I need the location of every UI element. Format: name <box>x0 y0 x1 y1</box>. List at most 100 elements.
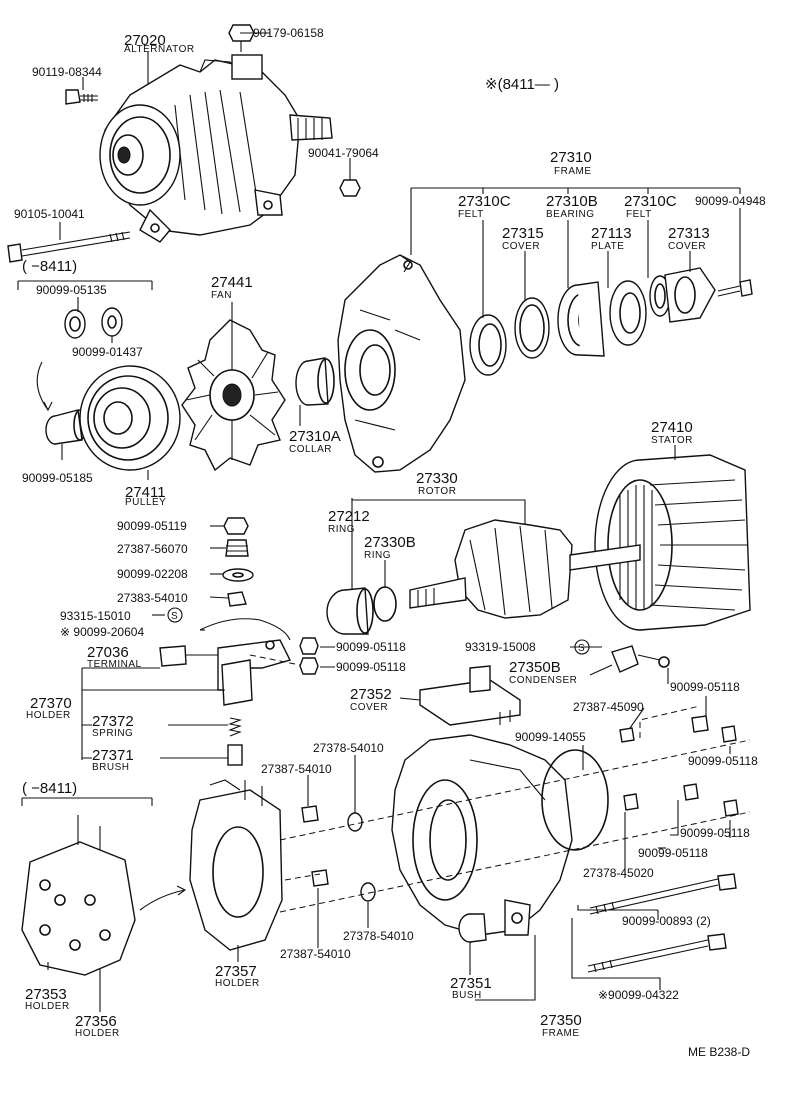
brush-27371 <box>227 744 243 766</box>
caption-plate: PLATE <box>591 241 624 252</box>
label-90041-79064: 90041-79064 <box>308 146 379 160</box>
label-27310B: 27310B <box>546 193 598 210</box>
drawing-code: ME B238-D <box>688 1045 750 1059</box>
washer-90099-02208 <box>222 568 254 582</box>
label-27387-45090: 27387-45090 <box>573 700 644 714</box>
label-90119-08344: 90119-08344 <box>32 65 102 79</box>
label-27350: 27350 <box>540 1012 582 1029</box>
holder-27353-27356 <box>21 815 136 976</box>
spacer-90099-05135 <box>64 309 86 339</box>
nuts-90099-05118-ab <box>299 637 319 675</box>
label-27370: 27370 <box>30 695 72 712</box>
label-90099-02208: 90099-02208 <box>117 567 188 581</box>
label-90099-00893: 90099-00893 (2) <box>622 914 711 928</box>
collar-27310A <box>295 357 335 406</box>
rectifier-end-frame-27350 <box>391 734 573 936</box>
gasket-90099-14055 <box>541 749 609 851</box>
caption-cover-2: COVER <box>668 241 706 252</box>
label-90099-01437: 90099-01437 <box>72 345 143 359</box>
label-27212: 27212 <box>328 508 370 525</box>
bolt-90099-04322 <box>587 933 727 973</box>
caption-felt-2: FELT <box>626 209 652 220</box>
insulator-27383-54010 <box>227 591 247 607</box>
label-90099-05119: 90099-05119 <box>117 519 187 533</box>
felt-27310C-2 <box>649 275 671 317</box>
label-27378-54010-a: 27378-54010 <box>313 741 384 755</box>
label-90099-05118-f: 90099-05118 <box>638 846 708 860</box>
washer-90099-01437 <box>101 307 123 337</box>
caption-frame-2: FRAME <box>542 1028 580 1039</box>
label-27330: 27330 <box>416 470 458 487</box>
label-8411-note: ※(8411— ) <box>485 76 559 93</box>
caption-cover-1: COVER <box>502 241 540 252</box>
arrow-curve-left <box>36 361 53 412</box>
felt-27310C-1 <box>469 314 507 376</box>
drive-end-frame-27310 <box>337 254 466 473</box>
s-symbols <box>167 607 590 655</box>
label-90099-05118-e: 90099-05118 <box>680 826 750 840</box>
bearing-27310B <box>557 281 605 357</box>
label-27353: 27353 <box>25 986 67 1003</box>
ring-27330B <box>373 586 397 622</box>
s-symbol-1: S <box>171 611 178 622</box>
label-27113: 27113 <box>591 225 632 242</box>
label-27371: 27371 <box>92 747 134 764</box>
leader-lines <box>17 32 741 1012</box>
label-27036: 27036 <box>87 644 129 661</box>
cover-27313 <box>664 267 716 323</box>
label-27387-54010-b: 27387-54010 <box>280 947 351 961</box>
label-27351: 27351 <box>450 975 492 992</box>
bolt-90179 <box>228 24 255 52</box>
label-27357: 27357 <box>215 963 257 980</box>
cover-27352 <box>419 665 521 726</box>
callout-labels: 27020 ALTERNATOR 90179-06158 90119-08344… <box>14 26 766 1059</box>
long-bolt-90105 <box>7 231 131 263</box>
caption-holder-3: HOLDER <box>75 1028 120 1039</box>
label-90099-05118-c: 90099-05118 <box>670 680 740 694</box>
label-8411-bottom: ( −8411) <box>22 780 77 797</box>
fan-27441 <box>181 319 286 472</box>
arrow-curve-bottom <box>139 885 187 911</box>
insulators-middle <box>301 805 376 902</box>
label-27411: 27411 <box>125 484 166 501</box>
label-90099-05185: 90099-05185 <box>22 471 93 485</box>
screw-90099-04948 <box>717 279 753 297</box>
caption-holder-2: HOLDER <box>25 1001 70 1012</box>
caption-pulley: PULLEY <box>125 497 166 508</box>
holder-27357 <box>189 779 283 951</box>
condenser-27350B <box>611 645 670 673</box>
nut-90041 <box>339 179 361 197</box>
nut-90099-05119 <box>223 517 249 535</box>
label-90179-06158: 90179-06158 <box>253 26 324 40</box>
label-27310A: 27310A <box>289 428 341 445</box>
label-27020: 27020 <box>124 32 166 49</box>
pulley-27411 <box>79 365 181 471</box>
caption-brush: BRUSH <box>92 762 130 773</box>
caption-ring-1: RING <box>328 524 355 535</box>
label-27387-54010-a: 27387-54010 <box>261 762 332 776</box>
caption-cover-3: COVER <box>350 702 388 713</box>
caption-spring: SPRING <box>92 728 133 739</box>
label-93315-15010: 93315-15010 <box>60 609 131 623</box>
label-27313: 27313 <box>668 225 710 242</box>
label-27378-54010-b: 27378-54010 <box>343 929 414 943</box>
label-27378-45020: 27378-45020 <box>583 866 654 880</box>
caption-ring-2: RING <box>364 550 391 561</box>
cover-27315 <box>514 297 550 359</box>
label-27310C-2: 27310C <box>624 193 677 210</box>
caption-terminal: TERMINAL <box>87 659 142 670</box>
label-27356: 27356 <box>75 1013 117 1030</box>
label-90099-04322: ※90099-04322 <box>598 988 679 1002</box>
caption-bush: BUSH <box>452 990 482 1001</box>
caption-alternator: ALTERNATOR <box>124 44 195 55</box>
label-90099-05118-a: 90099-05118 <box>336 640 406 654</box>
caption-felt-1: FELT <box>458 209 484 220</box>
label-93319-15008: 93319-15008 <box>465 640 536 654</box>
bolt-90099-00893 <box>589 873 737 915</box>
bolt-90119 <box>65 89 98 105</box>
caption-frame-1: FRAME <box>554 166 592 177</box>
rotor-27330 <box>409 519 641 619</box>
label-8411-top: ( −8411) <box>22 258 77 275</box>
caption-holder-4: HOLDER <box>215 978 260 989</box>
